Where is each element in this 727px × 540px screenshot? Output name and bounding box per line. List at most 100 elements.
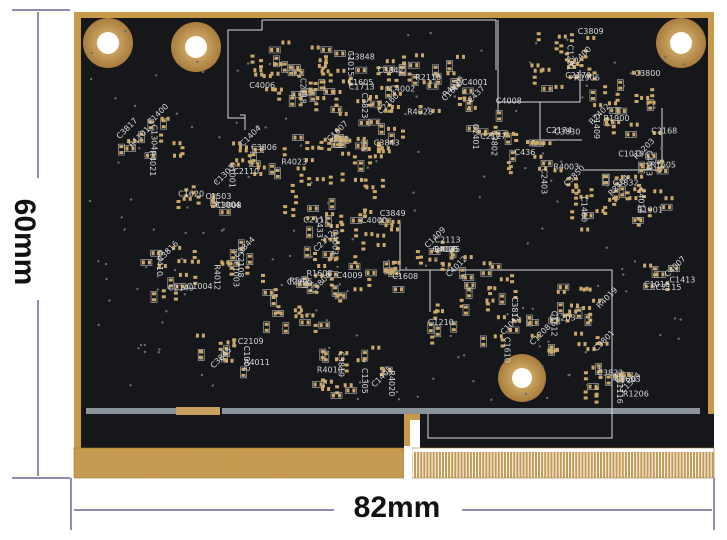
smd-part [554, 41, 559, 51]
pcb-solder-mask [81, 18, 708, 448]
via [356, 397, 360, 401]
smd-part [480, 269, 493, 277]
via [175, 112, 178, 115]
via [104, 262, 108, 266]
silkscreen-label: C4003 [331, 229, 340, 255]
smd-part [365, 185, 375, 190]
smd-part [353, 287, 363, 292]
connector-finger [441, 452, 444, 478]
connector-finger [528, 452, 531, 478]
via [211, 384, 214, 387]
smd-part [388, 132, 395, 145]
via [351, 238, 354, 241]
smd-part [407, 61, 420, 69]
width-dimension [70, 478, 715, 530]
smd-part [559, 44, 564, 54]
connector-finger [206, 452, 209, 478]
smd-part [355, 66, 368, 74]
silkscreen-label: C2113 [435, 236, 461, 245]
smd-part [254, 72, 264, 77]
connector-finger [370, 452, 373, 478]
smd-part [246, 253, 254, 265]
smd-part [369, 95, 378, 99]
smd-part [580, 227, 590, 232]
silkscreen-label: C1603 [615, 375, 641, 384]
smd-part [387, 126, 396, 131]
via [596, 366, 600, 369]
smd-part [328, 175, 333, 185]
via [139, 343, 143, 347]
via [427, 106, 430, 110]
smd-part [317, 264, 327, 268]
via [621, 267, 624, 271]
smd-part [541, 67, 551, 72]
via [449, 334, 452, 338]
smd-part [449, 250, 454, 260]
via [622, 84, 625, 88]
smd-part [345, 387, 357, 394]
connector-finger [612, 452, 615, 478]
connector-finger [494, 452, 497, 478]
connector-finger [342, 452, 345, 478]
connector-finger [286, 452, 289, 478]
smd-part [372, 190, 377, 200]
silkscreen-label: C433 [315, 217, 324, 238]
via [346, 290, 349, 293]
connector-finger [637, 452, 640, 478]
via [387, 259, 390, 262]
connector-finger [134, 452, 137, 478]
via [144, 266, 148, 269]
silkscreen-label: R542 [289, 277, 310, 286]
connector-finger [463, 452, 466, 478]
via [338, 283, 341, 286]
connector-finger [364, 452, 367, 478]
connector-finger [184, 452, 187, 478]
via [524, 166, 527, 170]
connector-finger [302, 452, 305, 478]
connector-finger [497, 452, 500, 478]
smd-part [226, 340, 236, 345]
connector-finger [624, 452, 627, 478]
smd-part [296, 281, 309, 288]
smd-part [667, 265, 680, 273]
connector-finger [643, 452, 646, 478]
via [240, 251, 243, 254]
silkscreen-label: C1460 [579, 196, 588, 222]
connector-finger [113, 452, 116, 478]
smd-part [270, 71, 280, 76]
connector-finger [150, 452, 153, 478]
silkscreen-label: C2109 [238, 337, 264, 346]
connector-finger [299, 452, 302, 478]
smd-part [398, 64, 406, 76]
smd-part [329, 277, 334, 287]
via [292, 229, 296, 232]
smd-part [356, 358, 366, 363]
smd-part [150, 249, 162, 257]
via [412, 191, 415, 194]
silver-strip-left [86, 408, 176, 414]
via [550, 179, 553, 182]
smd-part [430, 335, 435, 345]
silkscreen-label: R4021 [148, 150, 157, 176]
via [653, 106, 656, 109]
smd-part [327, 141, 332, 151]
smd-part [611, 125, 616, 135]
via [325, 319, 329, 322]
connector-finger [519, 452, 522, 478]
connector-finger [169, 452, 172, 478]
connector-finger [258, 452, 261, 478]
smd-part [276, 305, 281, 315]
smd-part [282, 322, 290, 335]
smd-part [450, 320, 458, 333]
smd-part [603, 118, 616, 126]
connector-finger [572, 452, 575, 478]
connector-key-notch [404, 446, 412, 480]
smd-part [589, 89, 597, 102]
smd-part [651, 265, 659, 278]
smd-part [343, 383, 353, 388]
connector-finger [283, 452, 286, 478]
smd-part [393, 260, 398, 270]
smd-part [570, 303, 579, 308]
smd-part [459, 298, 464, 308]
via [137, 347, 140, 350]
